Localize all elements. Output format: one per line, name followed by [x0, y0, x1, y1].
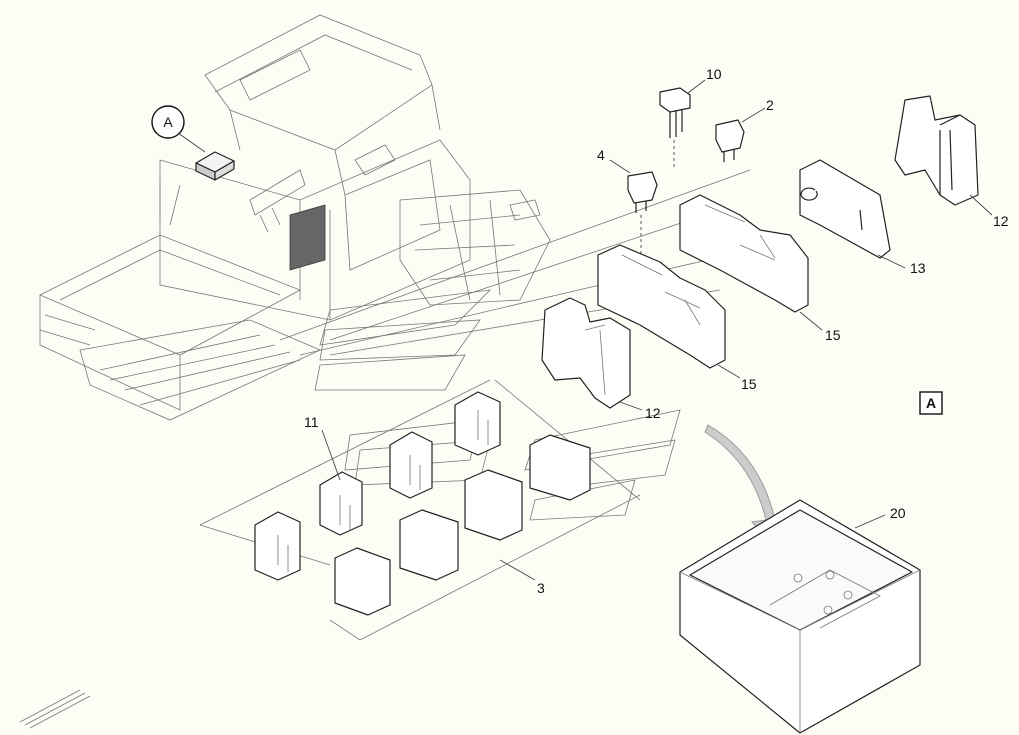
scale-hatch-mark: [19, 689, 91, 729]
fuse-holder-part-15-lower: 15: [597, 244, 757, 392]
end-clamp-part-12-top: 12: [894, 95, 1009, 229]
relay-part-10: 10: [659, 66, 722, 170]
fuse-holder-part-15-upper: 15: [679, 194, 841, 343]
relays-part-3: 3: [334, 434, 591, 616]
svg-text:13: 13: [910, 260, 926, 276]
view-label-a: A: [919, 391, 943, 415]
fuse-part-2: 2: [715, 97, 774, 162]
svg-text:3: 3: [537, 580, 545, 596]
svg-text:4: 4: [597, 147, 605, 163]
fuse-part-4: 4: [597, 147, 658, 260]
svg-text:11: 11: [304, 414, 319, 430]
paver-machine-sketch: [39, 14, 551, 421]
detail-marker-a: A: [151, 105, 206, 153]
svg-text:20: 20: [890, 505, 906, 521]
svg-text:15: 15: [741, 376, 757, 392]
end-clamp-part-12-middle: 12: [541, 297, 661, 421]
control-box-marker: [195, 151, 235, 181]
fuse-box-part-20: 20: [679, 499, 921, 734]
svg-text:12: 12: [993, 213, 1009, 229]
svg-text:12: 12: [645, 405, 661, 421]
cover-part-13: 13: [799, 159, 926, 276]
svg-text:2: 2: [766, 97, 774, 113]
svg-text:A: A: [926, 395, 936, 411]
relay-bases-part-11: 11: [254, 391, 501, 581]
svg-text:15: 15: [825, 327, 841, 343]
svg-text:10: 10: [706, 66, 722, 82]
svg-text:A: A: [163, 114, 173, 130]
